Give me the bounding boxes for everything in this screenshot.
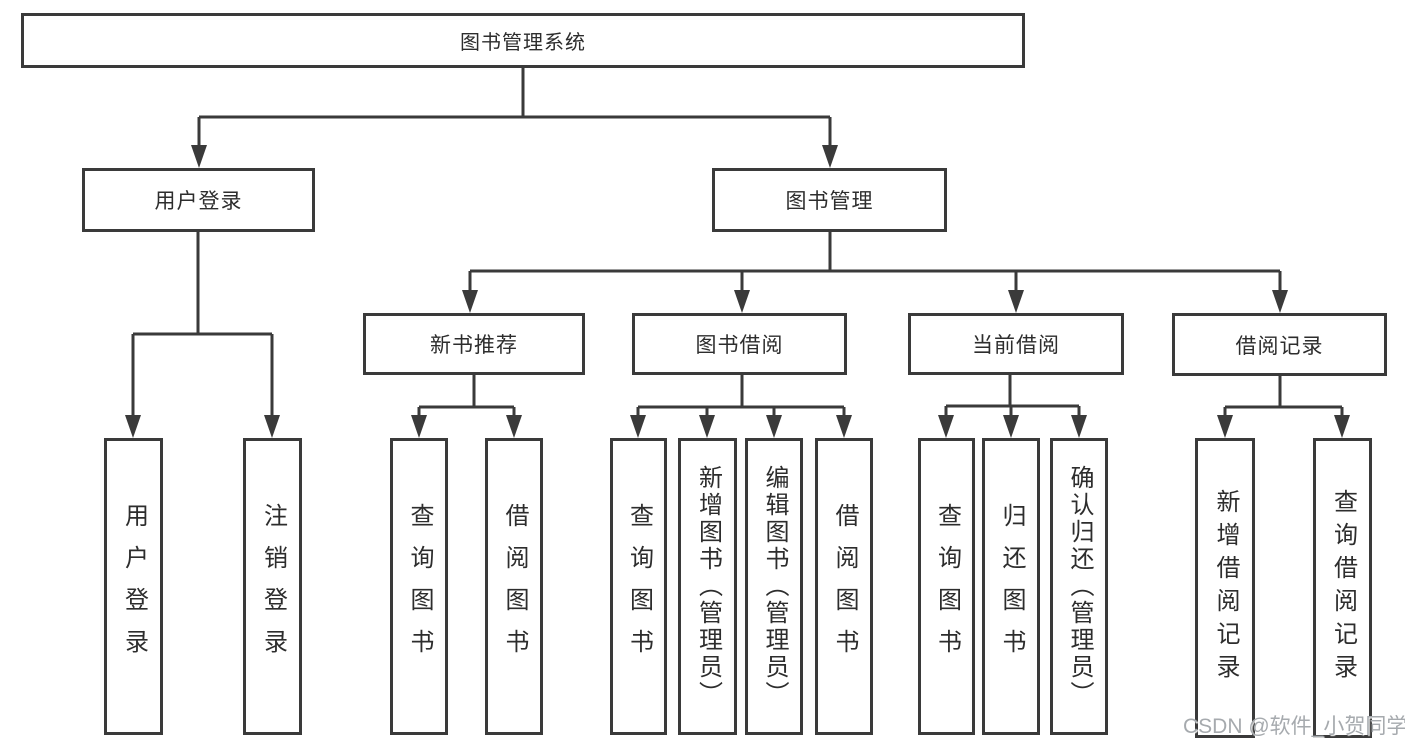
leaf-user-login: 用户登录: [104, 438, 163, 735]
leaf-query-books-borrowing-label: 查询图书: [625, 502, 653, 671]
leaf-logout: 注销登录: [243, 438, 302, 735]
leaf-query-borrow-record-label: 查询借阅记录: [1329, 489, 1357, 687]
node-new-book-recommend: 新书推荐: [363, 313, 585, 375]
leaf-confirm-return-admin: 确认归还（管理员）: [1050, 438, 1108, 735]
leaf-borrow-books-recommend: 借阅图书: [485, 438, 543, 735]
node-book-borrowing: 图书借阅: [632, 313, 847, 375]
leaf-edit-book-admin-label: 编辑图书（管理员）: [761, 465, 788, 708]
leaf-query-books-current: 查询图书: [918, 438, 975, 735]
leaf-confirm-return-admin-label: 确认归还（管理员）: [1066, 465, 1093, 708]
node-borrowing-records: 借阅记录: [1172, 313, 1387, 376]
leaf-return-books-label: 归还图书: [998, 502, 1025, 671]
leaf-query-books-current-label: 查询图书: [933, 502, 961, 671]
leaf-user-login-label: 用户登录: [120, 502, 148, 671]
leaf-query-borrow-record: 查询借阅记录: [1313, 438, 1372, 738]
csdn-watermark: CSDN @软件_小贺同学: [1183, 715, 1405, 738]
node-current-borrowing: 当前借阅: [908, 313, 1124, 375]
node-book-management: 图书管理: [712, 168, 947, 232]
leaf-return-books: 归还图书: [982, 438, 1040, 735]
leaf-query-books-recommend-label: 查询图书: [406, 502, 433, 671]
node-user-login: 用户登录: [82, 168, 315, 232]
leaf-borrow-books-recommend-label: 借阅图书: [501, 502, 528, 671]
leaf-borrow-books-borrowing: 借阅图书: [815, 438, 873, 735]
leaf-add-book-admin: 新增图书（管理员）: [678, 438, 737, 735]
leaf-borrow-books-borrowing-label: 借阅图书: [831, 502, 858, 671]
leaf-add-borrow-record: 新增借阅记录: [1195, 438, 1255, 738]
leaf-add-book-admin-label: 新增图书（管理员）: [694, 465, 722, 708]
leaf-query-books-recommend: 查询图书: [390, 438, 448, 735]
leaf-logout-label: 注销登录: [259, 502, 287, 671]
leaf-edit-book-admin: 编辑图书（管理员）: [745, 438, 803, 735]
node-system-root: 图书管理系统: [21, 13, 1025, 68]
leaf-add-borrow-record-label: 新增借阅记录: [1212, 489, 1239, 687]
leaf-query-books-borrowing: 查询图书: [610, 438, 667, 735]
